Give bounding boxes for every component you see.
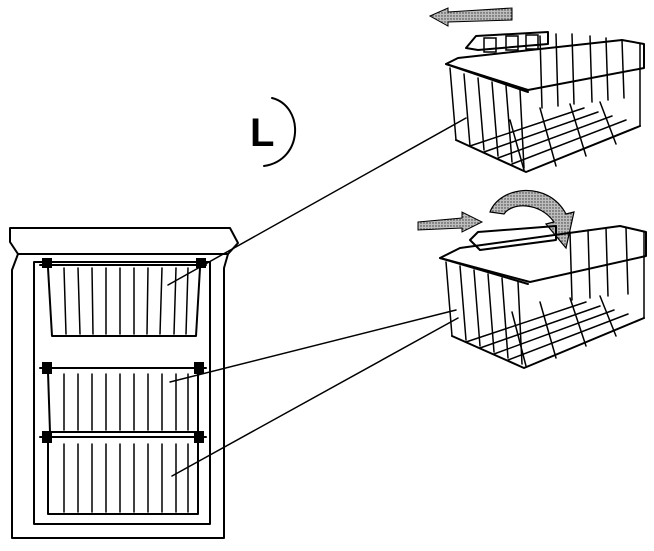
step-marker: L [250, 97, 296, 167]
leader-middle-basket [169, 309, 457, 383]
slide-left-arrow-icon [428, 7, 513, 27]
rotate-handle-arrow-icon [489, 189, 575, 250]
detail-basket-removing-handle [428, 7, 645, 173]
step-marker-letter: L [250, 111, 274, 155]
leader-bottom-basket [171, 317, 459, 477]
cabinet-middle-basket [39, 362, 207, 433]
step-marker-arc [263, 97, 296, 167]
cabinet-body [11, 253, 229, 539]
slide-right-arrow-icon [417, 211, 484, 233]
cabinet-interior [33, 261, 211, 525]
leader-top-basket [167, 117, 467, 286]
basket-handle-bar-rotated [469, 225, 557, 251]
cabinet-lid [9, 227, 239, 255]
freezer-cabinet [9, 227, 239, 539]
detail-basket-rotating-handle [417, 189, 647, 369]
leader-lines [167, 117, 467, 477]
cabinet-top-basket [39, 258, 207, 337]
cabinet-bottom-basket [39, 431, 207, 515]
